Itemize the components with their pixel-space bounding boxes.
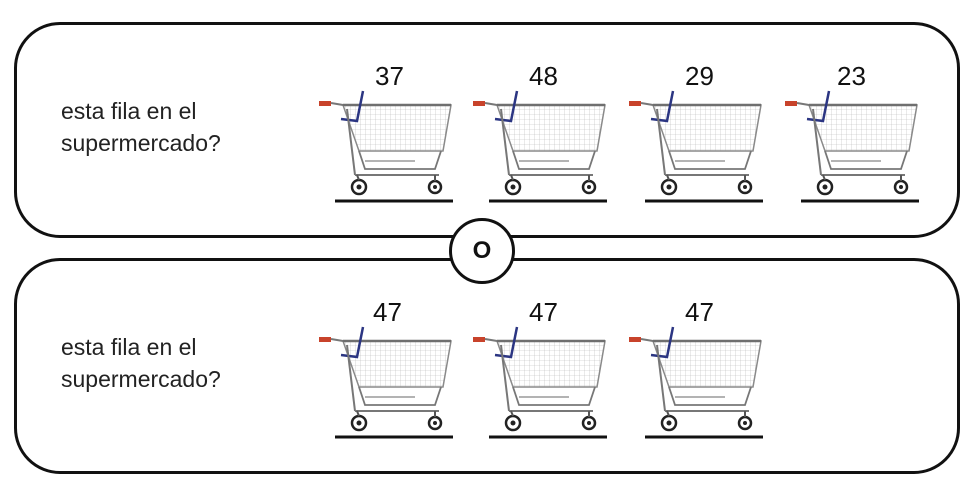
shopping-cart: 29 xyxy=(625,61,765,203)
question-line-1: esta fila en el xyxy=(61,334,197,360)
shopping-cart: 48 xyxy=(469,61,609,203)
shopping-cart-icon xyxy=(471,89,609,203)
question-text: esta fila en el supermercado? xyxy=(61,331,281,395)
cart-count-label: 23 xyxy=(837,61,866,91)
shopping-cart-icon xyxy=(471,325,609,439)
or-separator: O xyxy=(449,218,515,284)
shopping-cart-icon xyxy=(627,89,765,203)
cart-count-label: 48 xyxy=(529,61,558,91)
shopping-cart: 47 xyxy=(469,297,609,439)
shopping-cart-icon xyxy=(783,89,921,203)
shopping-cart-icon xyxy=(317,89,455,203)
question-line-1: esta fila en el xyxy=(61,98,197,124)
shopping-cart-icon xyxy=(627,325,765,439)
question-line-2: supermercado? xyxy=(61,130,221,156)
or-label: O xyxy=(472,237,492,264)
shopping-cart: 47 xyxy=(625,297,765,439)
cart-count-label: 47 xyxy=(685,297,714,327)
cart-count-label: 47 xyxy=(529,297,558,327)
shopping-cart: 47 xyxy=(315,297,455,439)
cart-count-label: 37 xyxy=(375,61,404,91)
question-line-2: supermercado? xyxy=(61,366,221,392)
shopping-cart-icon xyxy=(317,325,455,439)
cart-count-label: 29 xyxy=(685,61,714,91)
bottom-option-panel[interactable]: esta fila en el supermercado? 47 47 47 xyxy=(14,258,960,474)
cart-count-label: 47 xyxy=(373,297,402,327)
shopping-cart: 23 xyxy=(781,61,921,203)
question-text: esta fila en el supermercado? xyxy=(61,95,281,159)
top-option-panel[interactable]: esta fila en el supermercado? 37 48 29 2… xyxy=(14,22,960,238)
shopping-cart: 37 xyxy=(315,61,455,203)
